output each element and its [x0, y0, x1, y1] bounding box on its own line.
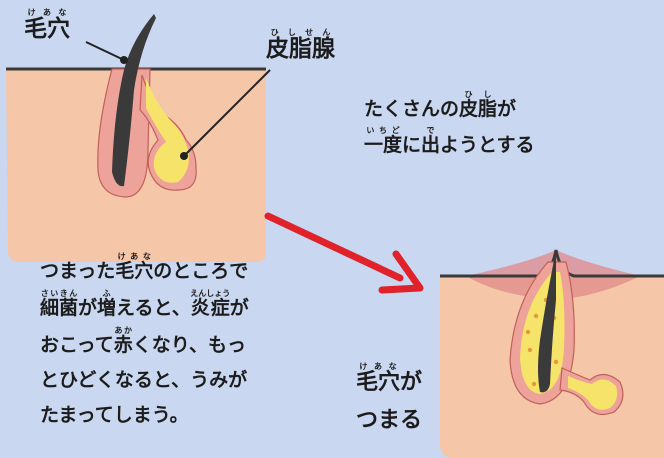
clogged-skin-illustration — [440, 250, 664, 458]
clogged-pore-label-line: つまる — [356, 402, 422, 440]
description-bottom-line: つまった毛穴けあなのところで — [40, 252, 249, 289]
normal-skin-illustration — [6, 14, 270, 262]
pore-leader-line — [86, 42, 124, 60]
description-bottom-line: おこって赤あかくなり、もっ — [40, 326, 249, 363]
description-top-line: 一度いちどに出でようとする — [364, 126, 534, 162]
pore-label: 毛穴けあな — [24, 8, 70, 43]
progression-arrow — [268, 216, 420, 290]
description-bottom: つまった毛穴けあなのところで 細菌さいきんが増ふえると、炎症えんしょうが おこっ… — [40, 252, 249, 433]
description-top: たくさんの皮脂ひしが 一度いちどに出でようとする — [364, 90, 534, 162]
sebaceous-gland-label: 皮脂腺ひしせん — [266, 28, 335, 63]
gland-leader-dot — [180, 152, 188, 160]
clogged-pore-label-line: 毛穴けあなが — [356, 362, 422, 402]
clogged-pore-label: 毛穴けあなが つまる — [356, 362, 422, 440]
description-bottom-line: とひどくなると、うみが — [40, 363, 249, 398]
description-top-line: たくさんの皮脂ひしが — [364, 90, 534, 126]
description-bottom-line: たまってしまう。 — [40, 398, 249, 433]
description-bottom-line: 細菌さいきんが増ふえると、炎症えんしょうが — [40, 289, 249, 326]
pore-leader-dot — [120, 56, 128, 64]
